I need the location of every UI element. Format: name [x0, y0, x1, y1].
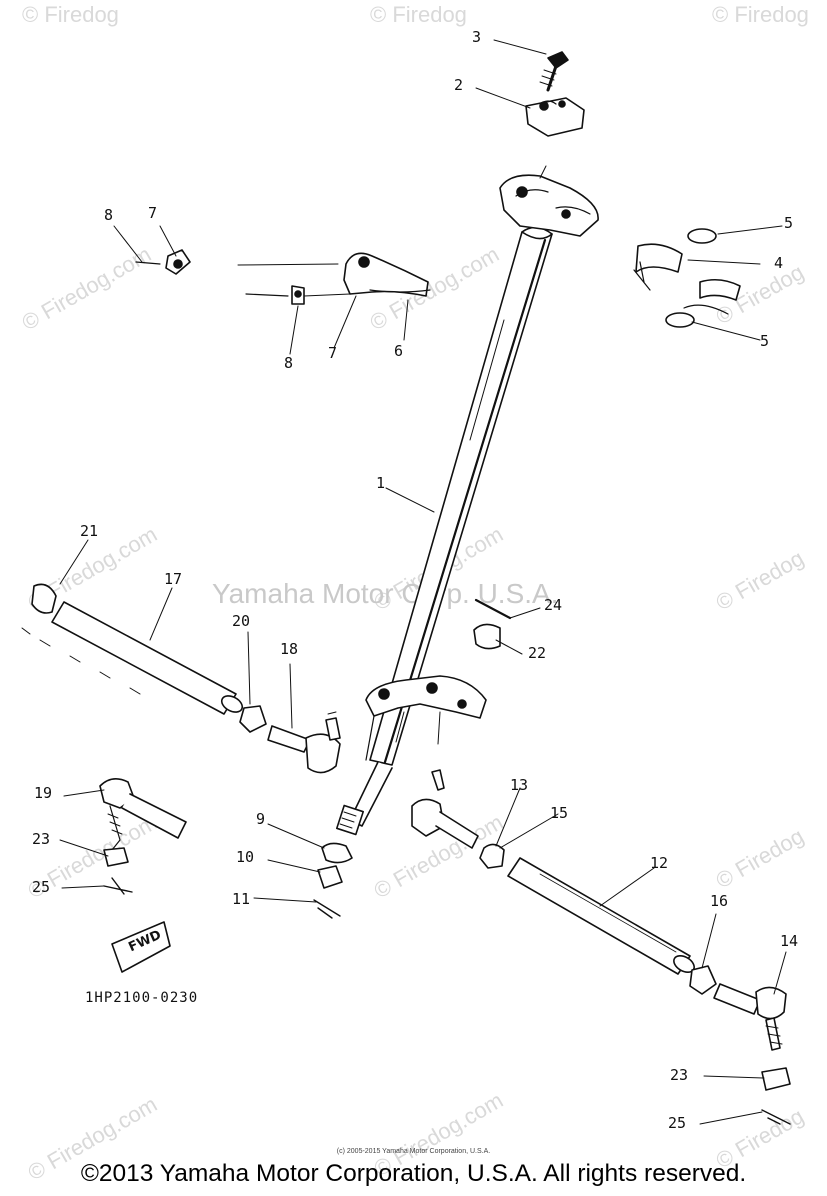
callout-5: 5	[784, 214, 794, 232]
callout-19: 19	[34, 784, 53, 802]
callout-24: 24	[544, 596, 563, 614]
callout-23: 23	[670, 1066, 689, 1084]
small-copyright: (c) 2005-2015 Yamaha Motor Corporation, …	[336, 1148, 491, 1155]
callout-25: 25	[668, 1114, 687, 1132]
callout-12: 12	[650, 854, 669, 872]
callout-23: 23	[32, 830, 51, 848]
cap-and-bolt	[525, 51, 585, 137]
rod-end-19	[99, 778, 187, 895]
callout-21: 21	[80, 522, 99, 540]
bracket-parts-right	[633, 228, 741, 328]
center-watermark: Yamaha Motor Corp. U.S.A.	[212, 578, 559, 609]
callout-25: 25	[32, 878, 51, 896]
callout-17: 17	[164, 570, 183, 588]
fwd-plate	[111, 921, 171, 973]
callout-8: 8	[104, 206, 114, 224]
part-code: 1HP2100-0230	[85, 990, 199, 1006]
watermark: © Firedog	[22, 2, 119, 27]
callout-2: 2	[454, 76, 464, 94]
tie-rod-12	[507, 857, 695, 975]
washer-nut-pin-center	[313, 842, 353, 919]
watermark: © Firedog	[370, 2, 467, 27]
callout-14: 14	[780, 932, 799, 950]
leader-lines	[59, 39, 787, 1125]
upper-holder	[499, 165, 599, 237]
pin-and-nut-22-24	[473, 598, 512, 650]
callout-7: 7	[148, 204, 158, 222]
copyright: ©2013 Yamaha Motor Corporation, U.S.A. A…	[80, 1160, 747, 1187]
lever-assembly-left	[135, 249, 431, 305]
callout-15: 15	[550, 804, 569, 822]
callout-22: 22	[528, 644, 547, 662]
callout-20: 20	[232, 612, 251, 630]
callout-1: 1	[376, 474, 386, 492]
callout-6: 6	[394, 342, 404, 360]
callout-9: 9	[256, 810, 266, 828]
callout-3: 3	[472, 28, 482, 46]
steering-column	[335, 226, 553, 836]
callout-5: 5	[760, 332, 770, 350]
callout-7: 7	[328, 344, 338, 362]
callout-8: 8	[284, 354, 294, 372]
tie-rod-17	[21, 583, 244, 715]
callout-18: 18	[280, 640, 299, 658]
callout-13: 13	[510, 776, 529, 794]
callout-10: 10	[236, 848, 255, 866]
callout-11: 11	[232, 890, 251, 908]
rod-end-right-13	[411, 769, 505, 869]
rod-end-right-14	[689, 965, 791, 1125]
callout-16: 16	[710, 892, 729, 910]
pitman-arm	[365, 675, 487, 761]
watermark: © Firedog	[712, 2, 809, 27]
nut-and-rod-end-left	[239, 705, 341, 774]
callout-4: 4	[774, 254, 784, 272]
